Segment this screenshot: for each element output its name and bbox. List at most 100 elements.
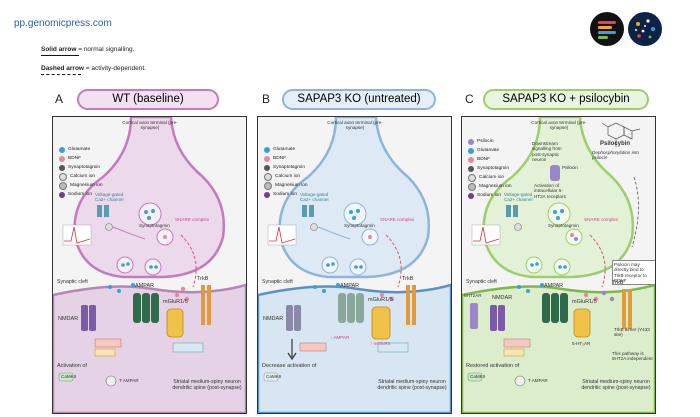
panel-b-synapse-drawing [258, 117, 451, 413]
solid-arrow-term: Solid arrow [41, 46, 77, 53]
magnesium-ion-icon [59, 181, 67, 190]
legend-synaptotagmin-label: Synaptotagmin [477, 166, 509, 171]
legend-magnesium-label: Magnesium ion [275, 183, 308, 188]
panel-a-synapse-drawing [53, 117, 246, 413]
legend-calcium-label: Calcium ion [275, 174, 301, 179]
synaptotagmin-label: Synaptotagmin [344, 223, 375, 228]
legend-glutamate: Glutamate [59, 145, 103, 154]
vgcc-label: Voltage-gated Ca2+ channel [95, 192, 124, 203]
sodium-ion-icon [264, 191, 270, 198]
snare-label: SNARE complex [380, 217, 415, 222]
legend-synaptotagmin-label: Synaptotagmin [273, 165, 305, 170]
legend-bdnf-label: BDNF [477, 157, 491, 162]
synaptic-cleft-label: Synaptic cleft [57, 279, 88, 285]
legend-sodium: Sodium ion [468, 191, 512, 200]
bdnf-icon [264, 155, 270, 162]
legend-magnesium: Magnesium ion [468, 182, 512, 191]
legend-synaptotagmin: Synaptotagmin [264, 163, 308, 172]
legend-glutamate: Glutamate [264, 145, 308, 154]
axon-terminal-label: Cortical axon terminal (pre-synapse) [327, 120, 383, 131]
nmdar-label: NMDAR [263, 316, 284, 322]
axon-terminal-label: Cortical axon terminal (pre-synapse) [531, 120, 587, 131]
mglur-label: mGluR1/5 [572, 299, 597, 305]
legend-glutamate-label: Glutamate [273, 147, 296, 152]
panel-b-legend: Glutamate BDNF Synaptotagmin Calcium ion… [264, 145, 308, 199]
spine-label: Striatal medium-spiny neuron dendritic s… [581, 379, 651, 391]
panel-a-title: WT (baseline) [77, 89, 219, 110]
legend-psilocin: Psilocin [468, 137, 512, 146]
legend-sodium-label: Sodium ion [273, 192, 297, 197]
legend-calcium-label: Calcium ion [70, 174, 96, 179]
nmdar-label: NMDAR [492, 295, 513, 301]
panel-c-letter: C [465, 92, 474, 106]
psilocin-note: Psilocin [562, 165, 578, 170]
spine-label: Striatal medium-spiny neuron dendritic s… [172, 379, 242, 391]
legend-magnesium-label: Magnesium ion [70, 183, 103, 188]
bdnf-icon [468, 156, 474, 163]
camk-label: CaMKII [470, 374, 486, 379]
vgcc-label: Voltage-gated Ca2+ channel [300, 192, 329, 203]
tampar-label: T AMPAR [119, 378, 139, 383]
calcium-ion-icon [264, 172, 272, 181]
snare-label: SNARE complex [175, 217, 210, 222]
legend-calcium-label: Calcium ion [479, 175, 505, 180]
sodium-ion-icon [59, 191, 65, 198]
panel-a-letter: A [55, 92, 64, 106]
glutamate-icon [264, 146, 270, 153]
legend-calcium: Calcium ion [59, 172, 103, 181]
legend-glutamate-label: Glutamate [477, 148, 500, 153]
legend-bdnf: BDNF [468, 155, 512, 164]
site-url[interactable]: pp.genomicpress.com [14, 18, 112, 29]
nmdar-label: NMDAR [58, 316, 79, 322]
calcium-ion-icon [59, 172, 67, 181]
synaptotagmin-label: Synaptotagmin [548, 223, 579, 228]
legend-synaptotagmin: Synaptotagmin [59, 163, 103, 172]
panel-c-legend: Psilocin Glutamate BDNF Synaptotagmin Ca… [468, 137, 512, 200]
legend-magnesium: Magnesium ion [264, 181, 308, 190]
panel-a-legend: Glutamate BDNF Synaptotagmin Calcium ion… [59, 145, 103, 199]
legend-sodium: Sodium ion [59, 190, 103, 199]
ht2a-label: 5HT2AR [464, 293, 482, 298]
magnesium-ion-icon [468, 182, 476, 191]
snare-label: SNARE complex [584, 217, 619, 222]
activation-label: Restored activation of [466, 363, 520, 369]
ampar-label: AMPAR [340, 283, 360, 289]
panel-c-synapse-drawing [462, 117, 655, 413]
dashed-arrow-term: Dashed arrow [41, 65, 84, 72]
legend-sodium-label: Sodium ion [477, 193, 501, 198]
synaptic-cleft-label: Synaptic cleft [262, 279, 293, 285]
psilocin-icon [468, 138, 474, 145]
legend-magnesium-label: Magnesium ion [479, 184, 512, 189]
mglur-label: mGluR1/5 [163, 299, 188, 305]
legend-glutamate: Glutamate [468, 146, 512, 155]
legend-glutamate-label: Glutamate [68, 147, 91, 152]
camk-label: CaMKII [266, 374, 282, 379]
dashed-arrow-desc: = activity-dependent. [84, 65, 146, 72]
axon-terminal-label: Cortical axon terminal (pre-synapse) [122, 120, 178, 131]
synaptic-cleft-label: Synaptic cleft [466, 279, 497, 285]
calcium-ion-icon [468, 173, 476, 182]
solid-arrow-legend: Solid arrow = normal signalling. [41, 46, 134, 53]
solid-arrow-desc: = normal signalling. [76, 46, 135, 53]
synaptotagmin-icon [468, 165, 474, 172]
dashed-arrow-sample [41, 74, 81, 75]
spine-label: Striatal medium-spiny neuron dendritic s… [377, 379, 447, 391]
ampar-decrease-label: ↓ AMPAR [330, 335, 350, 340]
magnesium-ion-icon [264, 181, 272, 190]
panel-c: Cortical axon terminal (pre-synapse) Psi… [461, 116, 656, 414]
glutamate-icon [468, 147, 474, 154]
legend-calcium: Calcium ion [468, 173, 512, 182]
trkb-label: TrkB [612, 280, 624, 286]
trkb-binding-note: Psilocin may directly bind to TrkB recep… [612, 260, 655, 286]
bdnf-icon [59, 155, 65, 162]
panel-b-letter: B [262, 92, 271, 106]
ht2ar-sub-label: 5-HT₂AR [572, 341, 591, 346]
legend-calcium: Calcium ion [264, 172, 308, 181]
journal-logo-icon [590, 12, 624, 46]
tampar-label: T AMPAR [528, 378, 548, 383]
legend-bdnf: BDNF [59, 154, 103, 163]
ampar-label: AMPAR [544, 283, 564, 289]
trkb-label: TrkB [402, 276, 414, 282]
panel-b: Cortical axon terminal (pre-synapse) Glu… [257, 116, 452, 414]
legend-bdnf-label: BDNF [273, 156, 287, 161]
